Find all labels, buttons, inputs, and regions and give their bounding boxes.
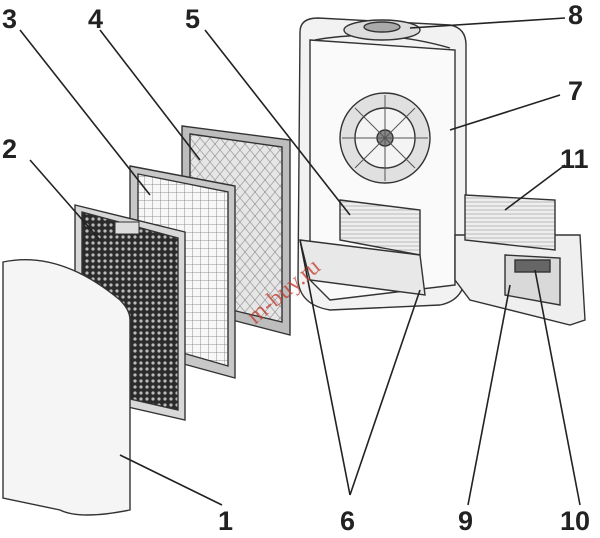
front-panel-1	[2, 259, 131, 516]
leader-lines	[19, 17, 581, 506]
label-8: 8	[568, 0, 583, 30]
float-10	[514, 259, 551, 273]
label-7: 7	[568, 76, 583, 106]
main-body-7	[297, 17, 467, 311]
humidifying-filter-11	[464, 194, 556, 251]
water-tray-9	[454, 234, 586, 326]
label-6: 6	[340, 506, 355, 536]
label-4: 4	[88, 4, 103, 34]
label-10: 10	[560, 506, 590, 536]
label-1: 1	[218, 506, 233, 536]
label-5: 5	[185, 4, 200, 34]
label-11: 11	[560, 144, 589, 174]
label-9: 9	[458, 506, 473, 536]
label-2: 2	[2, 134, 17, 164]
label-3: 3	[2, 4, 17, 34]
